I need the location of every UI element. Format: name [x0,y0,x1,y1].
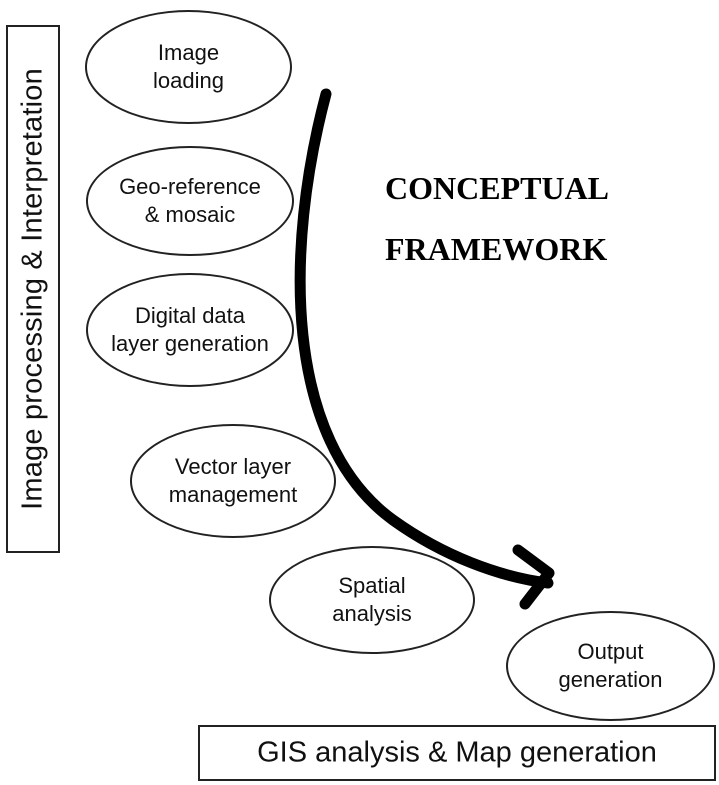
gis-analysis-section-box: GIS analysis & Map generation [198,725,716,781]
image-processing-section-label: Image processing & Interpretation [16,68,49,510]
diagram-title-line-1: CONCEPTUAL [385,170,610,206]
diagram-title-line-2: FRAMEWORK [385,231,608,267]
diagram-title: CONCEPTUAL FRAMEWORK [385,158,685,280]
workflow-arrow-head [512,544,555,610]
gis-analysis-section-label: GIS analysis & Map generation [257,736,657,769]
step-image-loading: Image loading [85,10,292,124]
step-digital-data-layer-generation: Digital data layer generation [86,273,294,387]
step-output-generation: Output generation [506,611,715,721]
step-geo-reference-mosaic: Geo-reference & mosaic [86,146,294,256]
image-processing-section-box: Image processing & Interpretation [6,25,60,553]
step-spatial-analysis: Spatial analysis [269,546,475,654]
step-vector-layer-management: Vector layer management [130,424,336,538]
